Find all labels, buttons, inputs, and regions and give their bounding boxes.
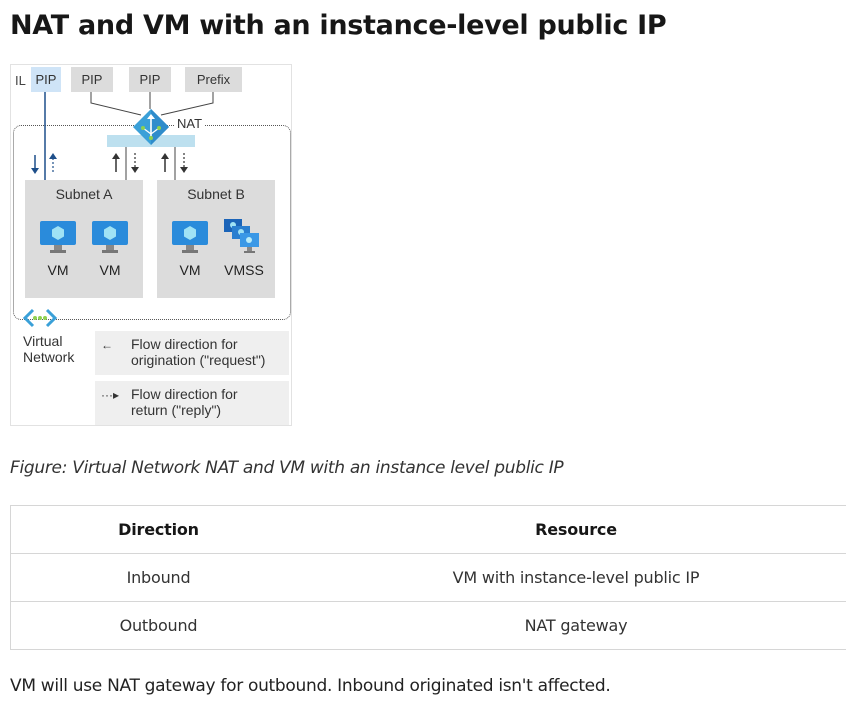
legend-line: origination ("request") [131,352,266,368]
vnet-label-line: Network [23,349,75,365]
vmss-icon [224,219,259,253]
instance-level-pip-box: PIP [31,67,61,92]
legend-text: Flow direction for return ("reply") [131,386,238,418]
prefix-label: Prefix [196,72,231,87]
subnet-b: Subnet B VM VMSS [157,180,275,298]
figure-caption: Figure: Virtual Network NAT and VM with … [10,458,564,478]
column-header-direction: Direction [10,505,306,554]
vm-icon [172,221,208,253]
table-row: Inbound VM with instance-level public IP [10,553,846,602]
resource-label: VM [179,262,201,278]
legend-text: Flow direction for origination ("request… [131,336,265,368]
subnet-title: Subnet A [55,186,113,202]
vm-icon [40,221,76,253]
resource-label: VM [47,262,69,278]
direction-resource-table: Direction Resource Inbound VM with insta… [10,505,846,650]
solid-arrow-icon: ← [101,338,113,352]
cell-resource: VM with instance-level public IP [306,553,846,602]
pip-label: PIP [81,72,103,87]
connector-lines [31,92,214,180]
table-header-row: Direction Resource [10,505,846,554]
virtual-network-label: Virtual Network [23,333,74,365]
vnet-label-line: Virtual [23,333,63,349]
cell-direction: Inbound [10,553,306,602]
subnet-a: Subnet A VM VM [25,180,143,298]
dotted-arrow-icon: ···▸ [101,388,120,402]
table-row: Outbound NAT gateway [10,601,846,650]
nat-gateway-icon [133,109,169,145]
nat-pip-box-2: PIP [129,67,171,92]
explanation-paragraph: VM will use NAT gateway for outbound. In… [10,676,611,696]
pip-label: PIP [139,72,161,87]
legend-request-flow: ← Flow direction for origination ("reque… [95,331,289,375]
legend-line: Flow direction for [131,386,238,402]
column-header-resource: Resource [306,505,846,554]
cell-direction: Outbound [10,601,306,650]
pip-label: PIP [35,72,57,87]
resource-label: VM [99,262,121,278]
vm-icon [92,221,128,253]
virtual-network-icon [23,308,57,328]
nat-diagram-figure: IL PIP PIP PIP Prefix NAT [10,64,292,426]
legend-reply-flow: ···▸ Flow direction for return ("reply") [95,381,289,425]
legend-line: Flow direction for [131,336,238,352]
il-label: IL [15,73,26,88]
subnet-title: Subnet B [187,186,245,202]
legend-line: return ("reply") [131,402,222,418]
cell-resource: NAT gateway [306,601,846,650]
nat-prefix-box: Prefix [185,67,242,92]
nat-pip-box-1: PIP [71,67,113,92]
nat-label: NAT [175,116,205,131]
page-title: NAT and VM with an instance-level public… [10,10,667,41]
resource-label: VMSS [224,262,264,278]
